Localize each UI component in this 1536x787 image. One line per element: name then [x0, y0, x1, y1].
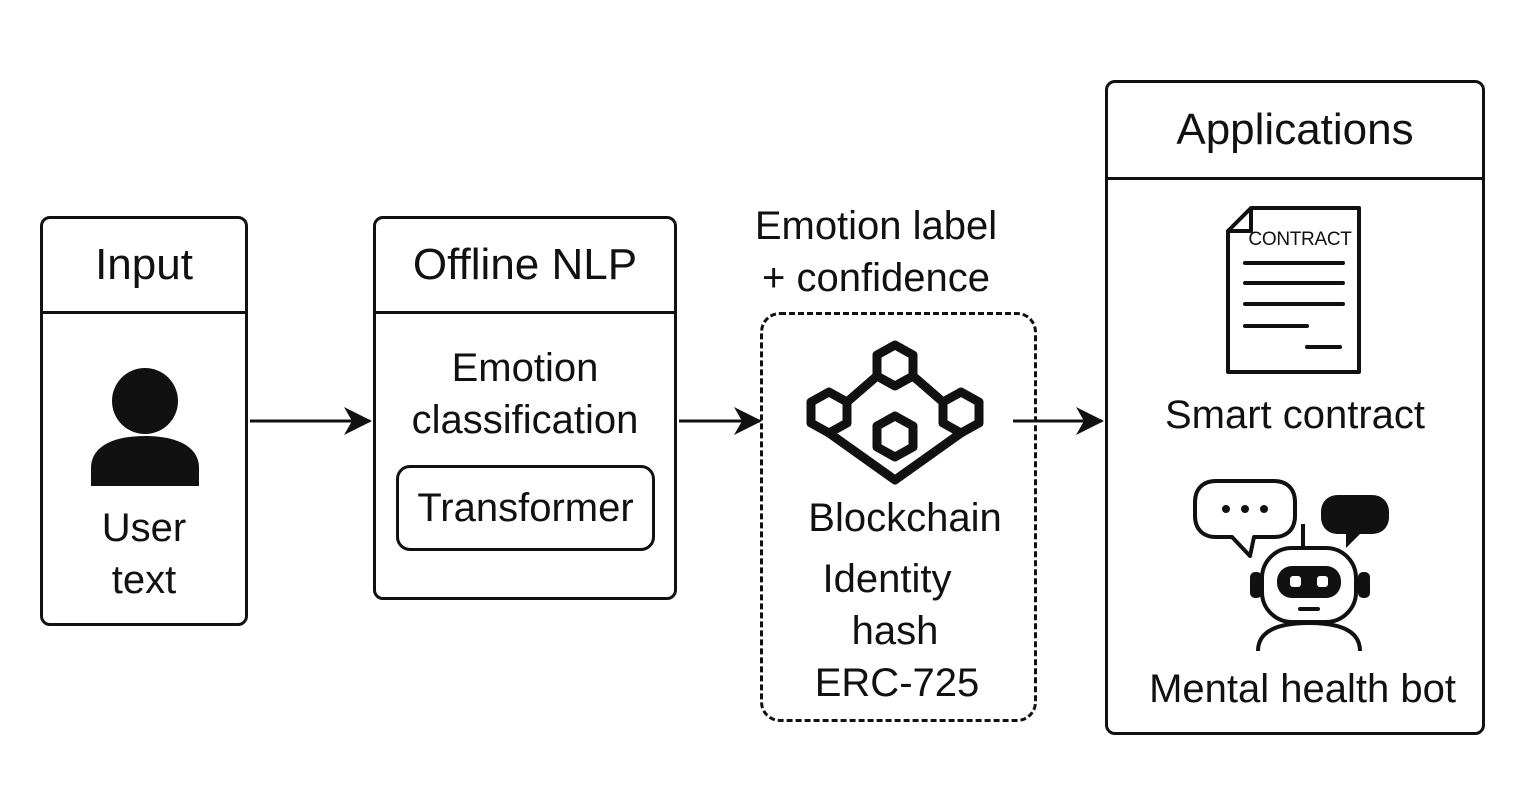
input-user-label: User [101, 506, 187, 550]
applications-title: Applications [1108, 83, 1482, 180]
blockchain-dashed-box [760, 312, 1037, 722]
emotion-label-caption: Emotion label [754, 204, 998, 248]
blockchain-label: Blockchain [808, 496, 1002, 540]
contract-document-text: CONTRACT [1248, 229, 1352, 250]
identity-label: Identity [822, 557, 952, 601]
input-box: Input [40, 216, 248, 626]
contract-document-icon [1226, 206, 1361, 374]
mental-health-bot-label: Mental health bot [1149, 667, 1456, 711]
confidence-caption: + confidence [762, 256, 990, 300]
chatbot-robot-icon [1193, 479, 1389, 652]
nlp-emotion-label: Emotion [451, 346, 599, 390]
applications-box: Applications [1105, 80, 1485, 735]
nlp-title: Offline NLP [376, 219, 674, 314]
erc725-label: ERC-725 [814, 661, 980, 705]
nlp-classification-label: classification [411, 398, 639, 442]
blockchain-network-icon [806, 340, 984, 485]
transformer-box: Transformer [396, 465, 655, 551]
input-text-label: text [111, 558, 177, 602]
nlp-box: Offline NLP [373, 216, 677, 600]
user-icon [91, 368, 199, 486]
input-title: Input [43, 219, 245, 314]
hash-label: hash [851, 609, 939, 653]
smart-contract-label: Smart contract [1164, 393, 1426, 437]
